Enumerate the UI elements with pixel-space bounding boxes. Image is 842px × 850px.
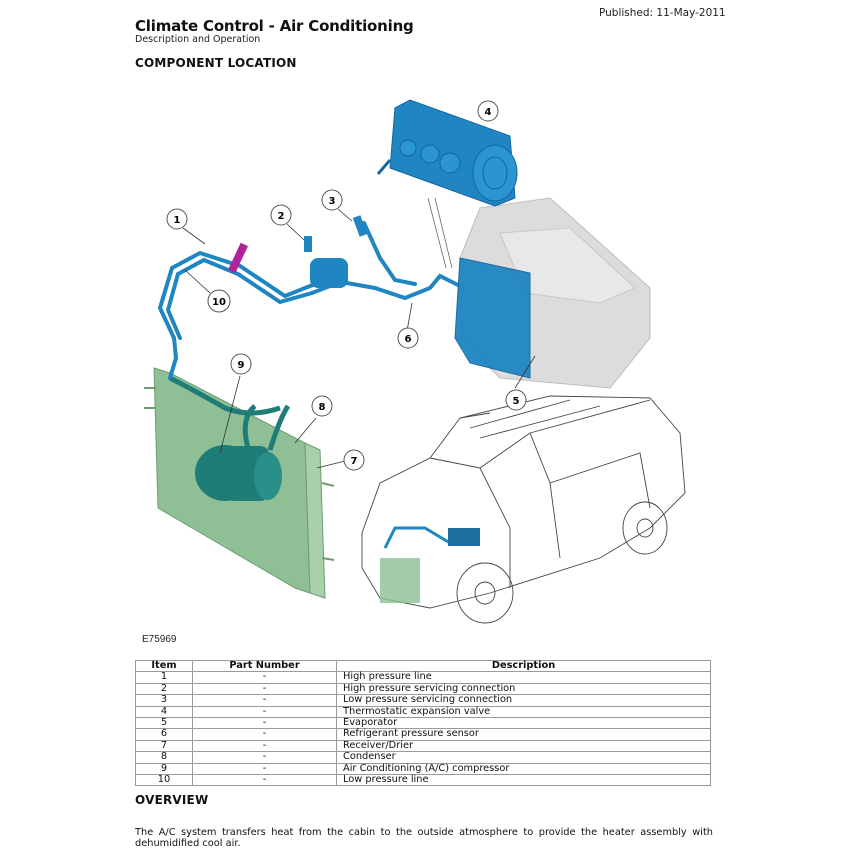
cell-part-number: -: [192, 751, 337, 764]
page-subtitle: Description and Operation: [135, 34, 261, 45]
header-part-number: Part Number: [192, 659, 337, 673]
table-row: 5-Evaporator: [135, 717, 711, 730]
callout-7: 7: [343, 449, 365, 471]
cell-item: 1: [135, 671, 193, 684]
evaporator-illustration: [454, 257, 531, 379]
header-description: Description: [336, 659, 711, 673]
callout-3: 3: [321, 189, 343, 211]
table-row: 3-Low pressure servicing connection: [135, 694, 711, 707]
cell-part-number: -: [192, 694, 337, 707]
header-item: Item: [135, 659, 193, 673]
component-location-diagram: 1 2 3 4 5 6 7 8 9 10: [144, 99, 686, 624]
cell-item: 6: [135, 728, 193, 741]
table-row: 4-Thermostatic expansion valve: [135, 705, 711, 719]
callout-6: 6: [397, 327, 419, 349]
cell-description: High pressure servicing connection: [336, 682, 711, 696]
cell-part-number: -: [192, 762, 337, 776]
table-row: 2-High pressure servicing connection: [135, 682, 711, 696]
table-row: 9-Air Conditioning (A/C) compressor: [135, 762, 711, 776]
cell-item: 2: [135, 682, 193, 696]
cell-part-number: -: [192, 705, 337, 719]
cell-part-number: -: [192, 682, 337, 696]
component-table: Item Part Number Description 1-High pres…: [135, 659, 711, 787]
callout-5: 5: [505, 389, 527, 411]
cell-part-number: -: [192, 739, 337, 753]
cell-description: Evaporator: [336, 717, 711, 730]
cell-description: Receiver/Drier: [336, 739, 711, 753]
svg-text:6: 6: [405, 334, 412, 345]
callout-1: 1: [166, 208, 188, 230]
cell-description: Condenser: [336, 751, 711, 764]
service-port-2-illustration: [304, 236, 312, 252]
cell-part-number: -: [192, 717, 337, 730]
svg-text:9: 9: [238, 360, 245, 371]
cell-part-number: -: [192, 728, 337, 741]
leader-lines: [182, 208, 536, 469]
compressor-illustration: [168, 375, 291, 501]
cell-description: Refrigerant pressure sensor: [336, 728, 711, 741]
svg-text:4: 4: [485, 107, 492, 118]
callouts: 1 2 3 4 5 6 7 8 9 10: [166, 100, 527, 471]
callout-4: 4: [477, 100, 499, 122]
sensor-clip-illustration: [228, 242, 248, 274]
section-heading-overview: OVERVIEW: [135, 793, 209, 807]
svg-text:5: 5: [513, 396, 520, 407]
cell-part-number: -: [192, 774, 337, 787]
table-row: 1-High pressure line: [135, 671, 711, 684]
svg-text:1: 1: [174, 215, 181, 226]
callout-8: 8: [311, 395, 333, 417]
cell-item: 3: [135, 694, 193, 707]
table-row: 10-Low pressure line: [135, 774, 711, 787]
svg-text:2: 2: [278, 211, 285, 222]
refrigerant-lines-illustration: [157, 221, 462, 380]
section-heading-component-location: COMPONENT LOCATION: [135, 56, 297, 70]
cell-part-number: -: [192, 671, 337, 684]
cell-item: 9: [135, 762, 193, 776]
cell-description: Low pressure servicing connection: [336, 694, 711, 707]
expansion-valve-illustration: [376, 99, 518, 269]
vehicle-condenser-highlight: [380, 558, 420, 603]
vehicle-lines-highlight: [383, 526, 451, 549]
published-date: Published: 11-May-2011: [599, 7, 726, 19]
cell-description: Low pressure line: [336, 774, 711, 787]
cell-item: 10: [135, 774, 193, 787]
svg-text:8: 8: [319, 402, 326, 413]
callout-9: 9: [230, 353, 252, 375]
cell-description: Air Conditioning (A/C) compressor: [336, 762, 711, 776]
service-port-3-illustration: [352, 215, 368, 237]
table-row: 8-Condenser: [135, 751, 711, 764]
callout-10: 10: [207, 289, 231, 313]
table-row: 6-Refrigerant pressure sensor: [135, 728, 711, 741]
cell-item: 8: [135, 751, 193, 764]
cell-description: High pressure line: [336, 671, 711, 684]
overview-text: The A/C system transfers heat from the c…: [135, 826, 713, 850]
callout-2: 2: [270, 204, 292, 226]
svg-text:3: 3: [329, 196, 336, 207]
figure-code: E75969: [142, 634, 177, 645]
page-title: Climate Control - Air Conditioning: [135, 17, 414, 35]
vehicle-evaporator-highlight: [448, 528, 480, 546]
table-row: 7-Receiver/Drier: [135, 739, 711, 753]
muffler-illustration: [310, 258, 348, 288]
cell-description: Thermostatic expansion valve: [336, 705, 711, 719]
table-header-row: Item Part Number Description: [135, 659, 711, 673]
cell-item: 5: [135, 717, 193, 730]
svg-text:7: 7: [351, 456, 358, 467]
cell-item: 7: [135, 739, 193, 753]
cell-item: 4: [135, 705, 193, 719]
svg-text:10: 10: [212, 297, 226, 308]
